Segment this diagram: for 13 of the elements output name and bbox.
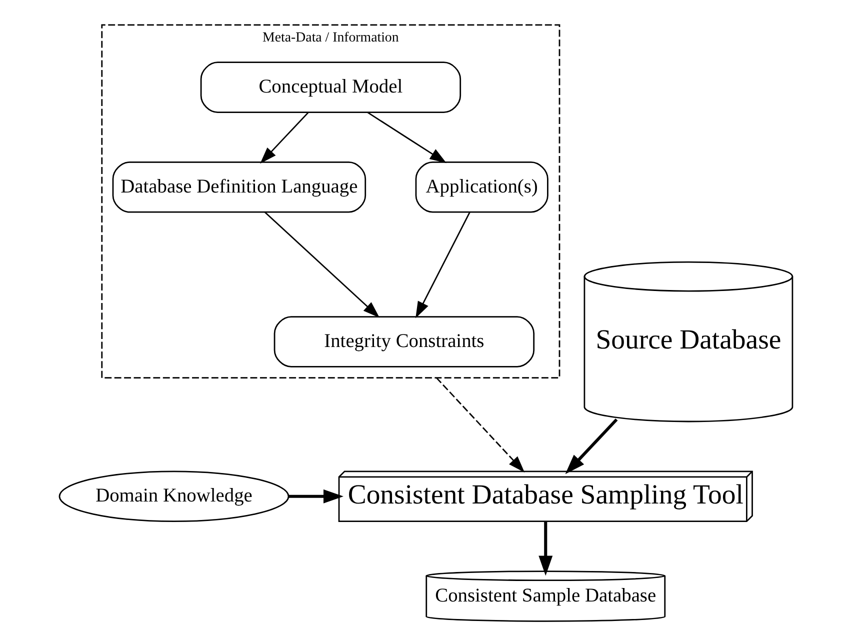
node-box: Application(s) <box>415 162 548 213</box>
arrow <box>288 489 344 504</box>
arrow <box>264 212 380 318</box>
node-box: Integrity Constraints <box>274 316 535 368</box>
arrow <box>367 112 446 164</box>
arrow <box>416 212 470 318</box>
arrow <box>436 377 525 472</box>
arrow <box>565 418 618 474</box>
node-box: Database Definition Language <box>112 162 366 213</box>
node-ellipse: Domain Knowledge <box>58 470 290 522</box>
node-box: Conceptual Model <box>200 62 462 113</box>
arrow <box>538 522 553 576</box>
arrow <box>260 112 309 164</box>
